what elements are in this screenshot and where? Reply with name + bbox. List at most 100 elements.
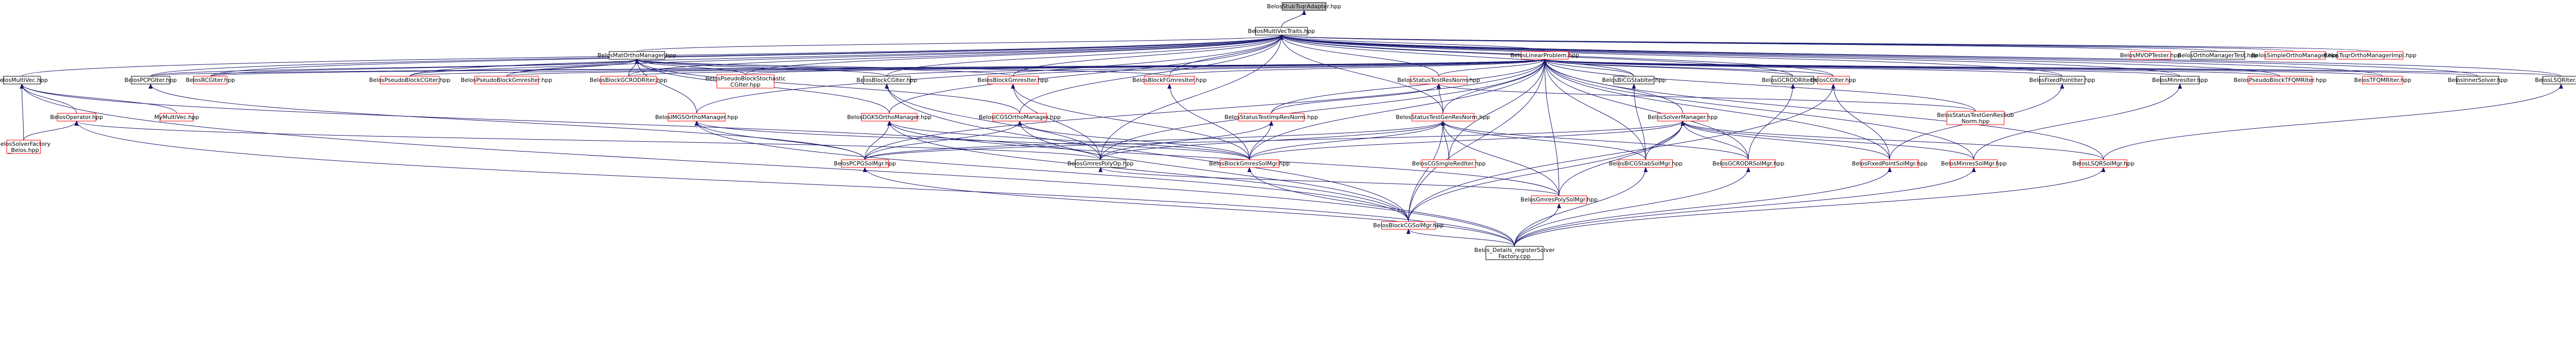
node-label: Factory.cpp (1498, 253, 1530, 260)
node-box (1657, 113, 1708, 122)
node-pseudoblockgmresiter[interactable]: BelosPseudoBlockGmresIter.hpp (461, 76, 552, 84)
node-label: BelosGmresPolySolMgr.hpp (1520, 196, 1598, 203)
node-blockgmressolmgr[interactable]: BelosBlockGmresSolMgr.hpp (1209, 159, 1290, 168)
edge-pcpgsolmgr-to-dgksorthomanager (865, 121, 892, 160)
node-innersolver[interactable]: BelosInnerSolver.hpp (2448, 76, 2508, 84)
node-gcrodriter[interactable]: BelosGCRODRIter.hpp (1762, 76, 1824, 84)
node-label: BelosBlockGmresSolMgr.hpp (1209, 160, 1290, 167)
node-label: BelosMinresSolMgr.hpp (1941, 160, 2007, 167)
edge-statustestimpresnorm-to-statustestresnorm (1271, 83, 1441, 114)
node-tfqmriter[interactable]: BelosTFQMRIter.hpp (2354, 76, 2411, 84)
node-dgksorthomanager[interactable]: BelosDGKSOrthoManager.hpp (847, 113, 931, 122)
edge-blockgmressolmgr-to-statustestgenresnorm (1249, 121, 1445, 160)
node-label: Norm.hpp (1961, 118, 1989, 125)
node-cgsinglerediter[interactable]: BelosCGSingleRedIter.hpp (1412, 159, 1486, 168)
edge-blockfgmresiter-to-multivectraits (1169, 35, 1284, 77)
node-mvopttester[interactable]: BelosMVOPTester.hpp (2120, 51, 2181, 60)
node-rcgiter[interactable]: BelosRCGIter.hpp (186, 76, 235, 84)
edge-bicgstabsolmgr-to-solvermanager (1645, 121, 1685, 160)
node-box (2456, 76, 2499, 84)
node-label: BelosBiCGStabIter.hpp (1602, 77, 1666, 83)
edge-lsqrsolmgr-to-solvermanager (1681, 121, 2104, 160)
node-pcpgsolmgr[interactable]: BelosPCPGSolMgr.hpp (834, 159, 896, 168)
node-box (159, 113, 194, 122)
node-label: BelosSolverManager.hpp (1648, 114, 1718, 121)
node-blockgmresiter[interactable]: BelosBlockGmresIter.hpp (977, 76, 1048, 84)
node-minresiter[interactable]: BelosMinresIter.hpp (2152, 76, 2208, 84)
node-root[interactable]: BelosStubTsqrAdapter.hpp (1267, 2, 1341, 11)
node-label: BelosStatusTestResNorm.hpp (1397, 77, 1480, 83)
node-cgiter[interactable]: BelosCGIter.hpp (1810, 76, 1856, 84)
edge-rcgiter-to-multivectraits (210, 35, 1283, 77)
node-solvermanager[interactable]: BelosSolverManager.hpp (1648, 113, 1718, 122)
edge-blockgmressolmgr-to-solvermanager (1249, 121, 1685, 160)
edge-pcpgsolmgr-to-linearproblem (865, 59, 1547, 160)
edge-gmrespolyop-to-statustestimpresnorm (1100, 121, 1274, 160)
node-box (1521, 51, 1569, 60)
node-box (716, 74, 774, 89)
node-statustestresnorm[interactable]: BelosStatusTestResNorm.hpp (1397, 76, 1480, 84)
node-blockcgsolmgr[interactable]: BelosBlockCGSolMgr.hpp (1373, 221, 1444, 230)
node-lsqrsolmgr[interactable]: BelosLSQRSolMgr.hpp (2072, 159, 2134, 168)
node-bicgstabsolmgr[interactable]: BelosBiCGStabSolMgr.hpp (1609, 159, 1683, 168)
edge-lsqriter-to-multivectraits (1279, 35, 2562, 77)
node-label: BelosBlockCGIter.hpp (856, 77, 917, 83)
node-fixedpointiter[interactable]: BelosFixedPointIter.hpp (2029, 76, 2095, 84)
node-gmrespolysolmgr[interactable]: BelosGmresPolySolMgr.hpp (1520, 195, 1598, 204)
edge-pcpgsolmgr-to-pcpgiter (148, 83, 866, 160)
node-fixedpointsolmgr[interactable]: BelosFixedPointSolMgr.hpp (1852, 159, 1927, 168)
node-blockfgmresiter[interactable]: BelosBlockFGmresIter.hpp (1132, 76, 1207, 84)
node-linearproblem[interactable]: BelosLinearProblem.hpp (1511, 51, 1579, 60)
edge-statustestgenresnorm-to-linearproblem (1443, 59, 1547, 114)
node-label: BelosLSQRSolMgr.hpp (2072, 160, 2134, 167)
node-orthomanagertest[interactable]: BelosOrthoManagerTest.hpp (2178, 51, 2258, 60)
node-label: BelosBlockCGSolMgr.hpp (1373, 222, 1444, 229)
node-blockgcrodriter[interactable]: BelosBlockGCRODRIter.hpp (590, 76, 667, 84)
node-box (2130, 51, 2171, 60)
node-pseudoblocktfqmriter[interactable]: BelosPseudoBlockTFQMRIter.hpp (2233, 76, 2327, 84)
edge-blockgmressolmgr-to-linearproblem (1249, 59, 1547, 160)
edge-blockgmresiter-to-linearproblem (1012, 59, 1547, 77)
node-imgsorthomanager[interactable]: BelosIMGSOrthoManager.hpp (655, 113, 738, 122)
edge-statustestgenressubnorm-to-linearproblem (1543, 59, 1976, 112)
node-label: BelosCGIter.hpp (1810, 77, 1856, 83)
node-statustestimpresnorm[interactable]: BelosStatusTestImpResNorm.hpp (1225, 113, 1318, 122)
node-layer: BelosStubTsqrAdapter.hppBelosMultiVecTra… (0, 2, 2576, 260)
node-label: BelosStatusTestGenResNorm.hpp (1396, 114, 1490, 121)
edge-pseudoblockstochasticcgiter-to-multivectraits (745, 35, 1283, 75)
edge-pseudoblockgmresiter-to-matorthomanager (506, 59, 639, 77)
node-mymultivec[interactable]: MyMultiVec.hpp (155, 113, 199, 122)
node-solverfactorybase[interactable]: BelosSolverFactory_Belos.hpp (0, 140, 50, 154)
node-tsqrorthomanagerimpl[interactable]: BelosTsqrOrthoManagerImpl.hpp (2324, 51, 2416, 60)
node-lsqriter[interactable]: BelosLSQRIter.hpp (2535, 76, 2576, 84)
node-blockcgiter[interactable]: BelosBlockCGIter.hpp (856, 76, 917, 84)
node-box (1771, 76, 1815, 84)
node-gmrespolyop[interactable]: BelosGmresPolyOp.hpp (1067, 159, 1133, 168)
edge-blockgmressolmgr-to-statustestimpresnorm (1249, 121, 1274, 160)
node-multivec[interactable]: BelosMultiVec.hpp (0, 76, 48, 84)
node-box (1531, 195, 1587, 204)
node-multivectraits[interactable]: BelosMultiVecTraits.hpp (1248, 27, 1315, 36)
node-simpleorthomanager[interactable]: BelosSimpleOrthoManager.hpp (2251, 51, 2339, 60)
node-icgsorthomanager[interactable]: BelosICGSOrthoManager.hpp (979, 113, 1061, 122)
node-label: BelosBlockFGmresIter.hpp (1132, 77, 1207, 83)
node-matorthomanager[interactable]: BelosMatOrthoManager.hpp (598, 51, 676, 60)
edge-minressolmgr-to-minresiter (1973, 83, 2182, 160)
node-pseudoblockcgiter[interactable]: BelosPseudoBlockCGIter.hpp (369, 76, 450, 84)
node-minressolmgr[interactable]: BelosMinresSolMgr.hpp (1941, 159, 2007, 168)
edge-layer (20, 10, 2563, 247)
node-operator[interactable]: BelosOperator.hpp (50, 113, 103, 122)
node-box (380, 76, 439, 84)
node-label: CGIter.hpp (731, 81, 760, 88)
node-statustestgenresnorm[interactable]: BelosStatusTestGenResNorm.hpp (1396, 113, 1490, 122)
edge-fixedpointsolmgr-to-linearproblem (1543, 59, 1890, 160)
node-bicgstabiter[interactable]: BelosBiCGStabIter.hpp (1602, 76, 1666, 84)
node-gcrodrsolmgr[interactable]: BelosGCRODRSolMgr.hpp (1713, 159, 1785, 168)
node-pcpgiter[interactable]: BelosPCPGIter.hpp (125, 76, 177, 84)
edge-lsqrsolmgr-to-lsqriter (2103, 83, 2563, 160)
node-label: BelosICGSOrthoManager.hpp (979, 114, 1061, 121)
node-box (1282, 2, 1327, 11)
